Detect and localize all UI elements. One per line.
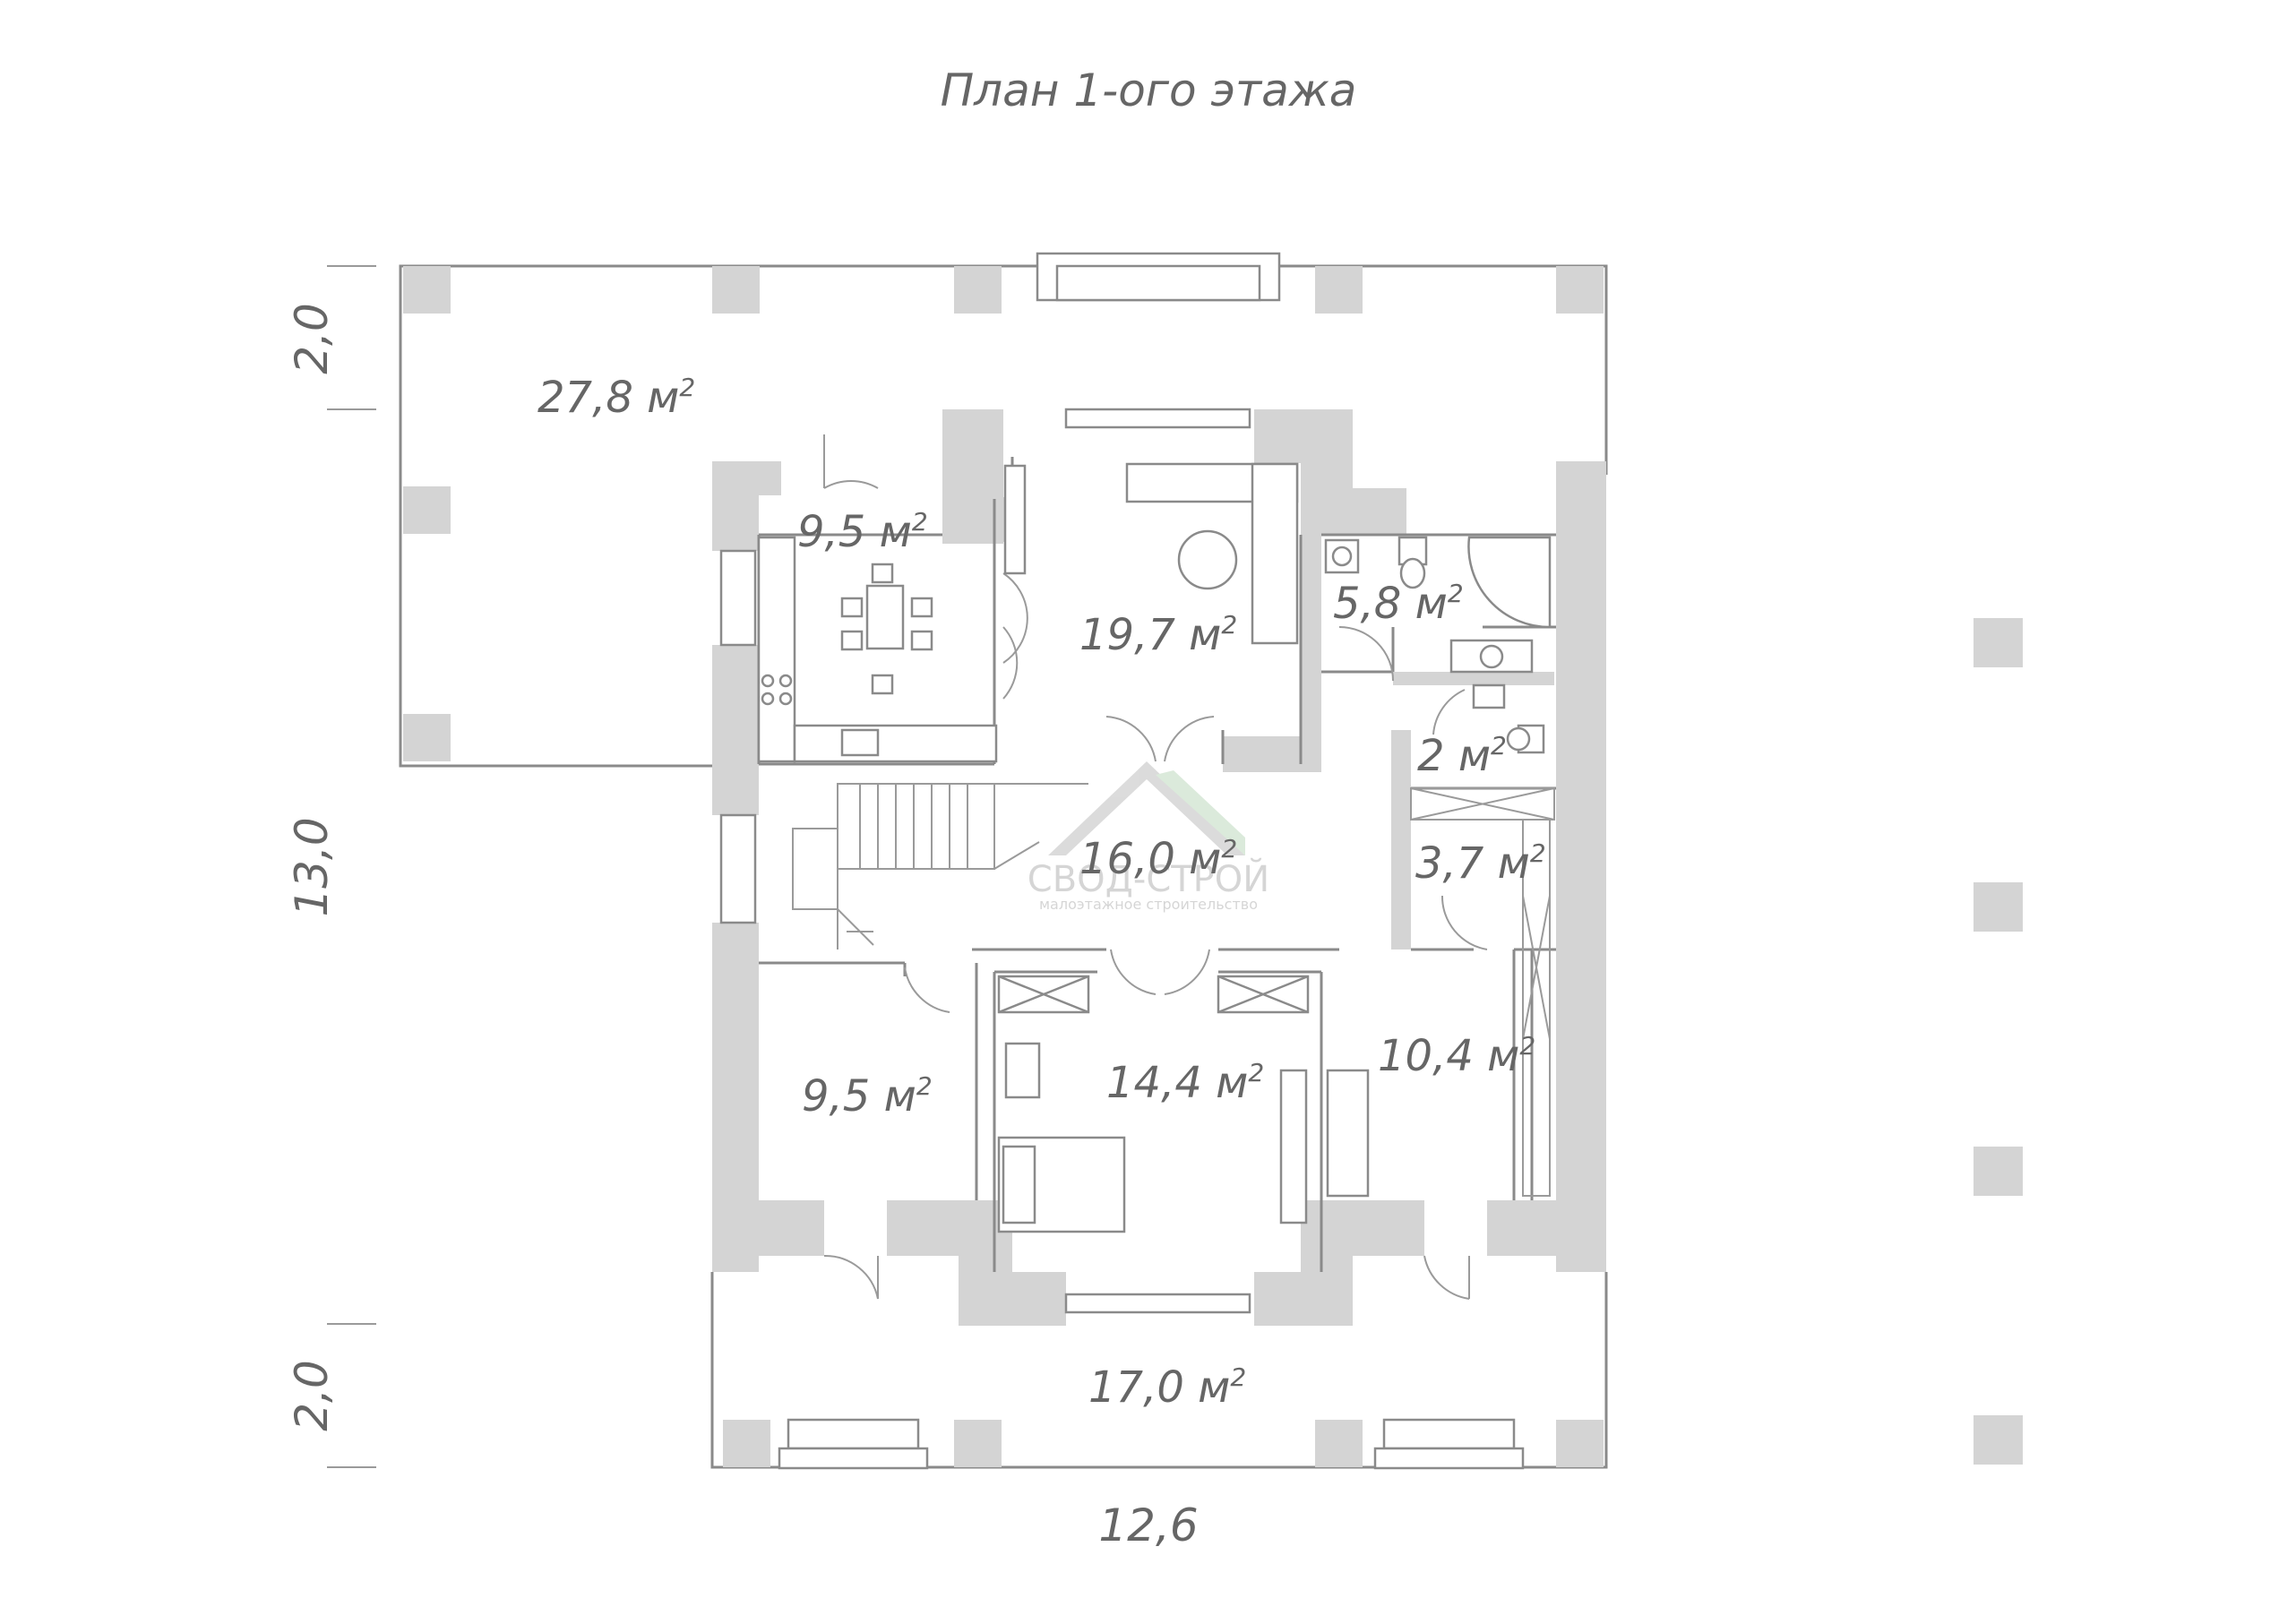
room-area-living: 19,7 м2	[1079, 610, 1237, 660]
room-area-hall: 16,0 м2	[1079, 834, 1237, 884]
bathroom-fixtures	[1324, 536, 1552, 754]
room-area-closet: 3,7 м2	[1415, 838, 1546, 889]
dimension-bottom: 12,6	[1098, 1499, 1198, 1551]
room-area-bathroom: 5,8 м2	[1333, 579, 1464, 629]
room-area-wc: 2 м2	[1417, 731, 1507, 781]
room-area-room-left: 9,5 м2	[802, 1071, 933, 1121]
closet-wardrobe	[1410, 787, 1555, 1197]
watermark-tagline: малоэтажное строительство	[1039, 896, 1258, 913]
dimension-middle-left: 13,0	[286, 817, 338, 916]
living-furniture	[1003, 462, 1299, 645]
watermark-name: СВОД-СТРОЙ	[1028, 857, 1269, 900]
room-area-corridor: 10,4 м2	[1378, 1031, 1535, 1081]
kitchen-furniture	[757, 536, 998, 763]
doors	[823, 434, 1488, 1300]
right-columns	[1974, 618, 2023, 1465]
staircase	[792, 783, 1088, 949]
dimension-lines	[327, 265, 376, 1468]
room-area-terrace-left: 27,8 м2	[537, 373, 695, 423]
walls	[712, 409, 1606, 1326]
porch-outline	[710, 1272, 1608, 1469]
plan-title: План 1-ого этажа	[941, 64, 1357, 116]
terrace-columns	[403, 266, 1604, 1467]
room-area-kitchen: 9,5 м2	[797, 507, 928, 557]
bedroom-furniture	[997, 975, 1370, 1233]
dimension-top-left: 2,0	[286, 303, 338, 374]
terrace-outline	[399, 264, 1608, 768]
watermark-logo: СВОД-СТРОЙ малоэтажное строительство	[1028, 761, 1269, 913]
room-area-porch: 17,0 м2	[1088, 1362, 1246, 1413]
room-labels: 27,8 м2 9,5 м2 19,7 м2 5,8 м2 2 м2 16,0 …	[537, 373, 1546, 1413]
room-area-bedroom: 14,4 м2	[1106, 1058, 1264, 1108]
dimension-bottom-left: 2,0	[286, 1360, 338, 1431]
windows	[719, 252, 1525, 1470]
